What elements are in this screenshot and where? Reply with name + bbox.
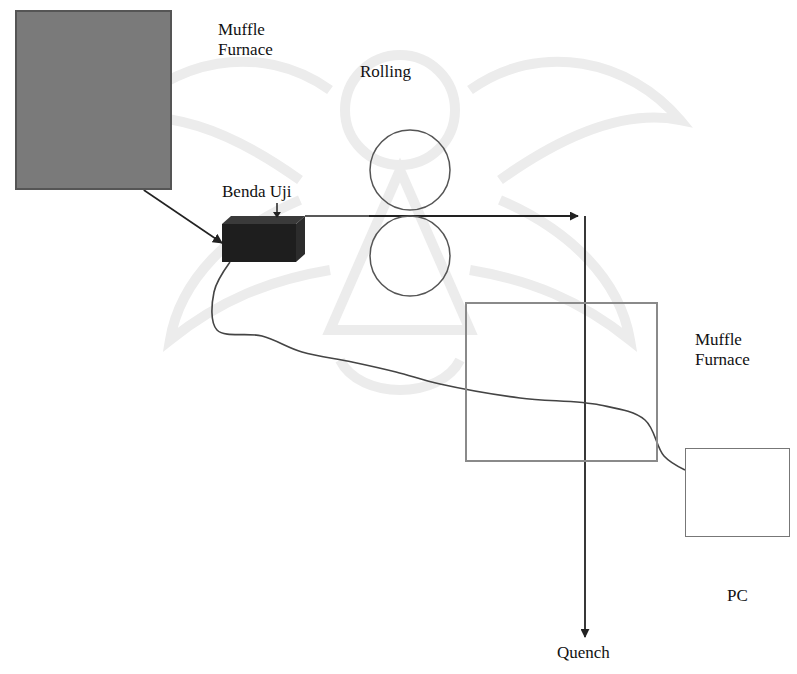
- furnace-box: Muffle Furnace: [465, 302, 795, 464]
- node-label: Muffle Furnace: [695, 330, 780, 370]
- watermark-figure: [330, 170, 470, 330]
- watermark-wing: [170, 200, 330, 340]
- thermocouple-wire: [212, 262, 685, 470]
- flow-connector: [144, 190, 222, 243]
- furnace-box-outline: [465, 302, 658, 462]
- node-label: PC: [685, 586, 790, 606]
- watermark-ring: [345, 55, 455, 165]
- node-label: Rolling: [360, 62, 440, 82]
- watermark-base: [340, 360, 460, 390]
- furnace-box-outline: [15, 10, 172, 190]
- pc-box: PC: [685, 448, 794, 618]
- block-side: [296, 216, 305, 262]
- specimen-block: Benda Uji: [222, 182, 310, 262]
- quench-arrow: [584, 216, 586, 637]
- watermark: [120, 55, 680, 390]
- watermark-wing: [470, 62, 680, 180]
- node-label: Benda Uji: [222, 182, 306, 202]
- process-label: Quench: [555, 643, 612, 663]
- pointer-head: [273, 212, 281, 218]
- block-top: [222, 216, 305, 224]
- pc-box-outline: [685, 448, 790, 537]
- block-front: [222, 224, 296, 262]
- flow-connector: [305, 215, 369, 217]
- furnace-box: Muffle Furnace: [15, 10, 305, 192]
- roll-drawing: [369, 60, 451, 305]
- rolling-mill: Rolling: [369, 60, 451, 305]
- watermark-wing: [470, 200, 630, 340]
- roll-circle: [370, 216, 450, 296]
- node-label: Muffle Furnace: [218, 20, 298, 60]
- roll-circle: [370, 130, 450, 210]
